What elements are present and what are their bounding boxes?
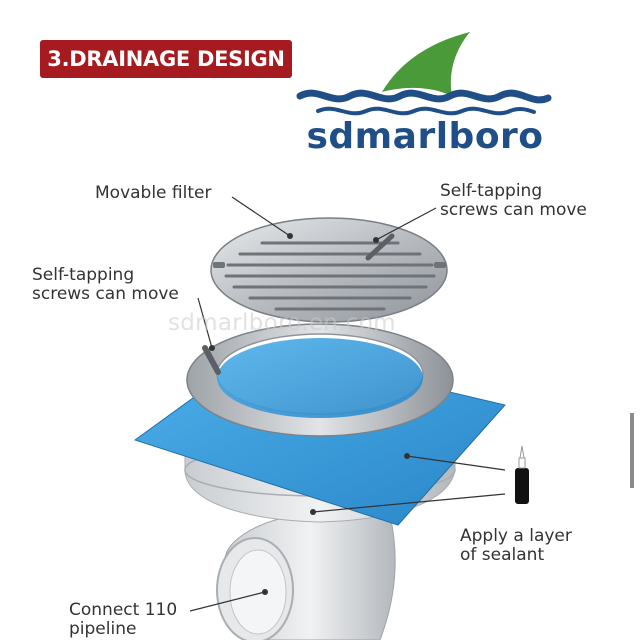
brand-name: sdmarlboro xyxy=(300,116,550,157)
wave-icon xyxy=(300,93,548,100)
callout-screws-right: Self-tapping screws can move xyxy=(440,182,587,220)
mounting-ring xyxy=(187,324,453,436)
callout-text: pipeline xyxy=(69,620,177,639)
callout-sealant: Apply a layer of sealant xyxy=(460,527,572,565)
callout-text: Self-tapping xyxy=(440,182,587,201)
sealant-tube-icon xyxy=(515,446,529,504)
callout-text: Connect 110 xyxy=(69,601,177,620)
wave-lower-icon xyxy=(318,109,534,114)
callout-screws-left: Self-tapping screws can move xyxy=(32,266,179,304)
callout-pipeline: Connect 110 pipeline xyxy=(69,601,177,639)
shark-fin-icon xyxy=(382,32,470,96)
movable-filter-plate xyxy=(211,218,447,322)
callout-text: screws can move xyxy=(440,201,587,220)
callout-text: of sealant xyxy=(460,546,572,565)
callout-text: screws can move xyxy=(32,285,179,304)
brand-logo xyxy=(300,32,548,113)
callout-text: Apply a layer xyxy=(460,527,572,546)
scrollbar-thumb[interactable] xyxy=(630,413,634,488)
callout-text: Movable filter xyxy=(95,183,211,203)
callout-movable-filter: Movable filter xyxy=(95,184,211,203)
callout-text: Self-tapping xyxy=(32,266,179,285)
watermark-text: sdmarlboro.en.com xyxy=(168,310,396,336)
pipe-elbow xyxy=(217,515,395,640)
